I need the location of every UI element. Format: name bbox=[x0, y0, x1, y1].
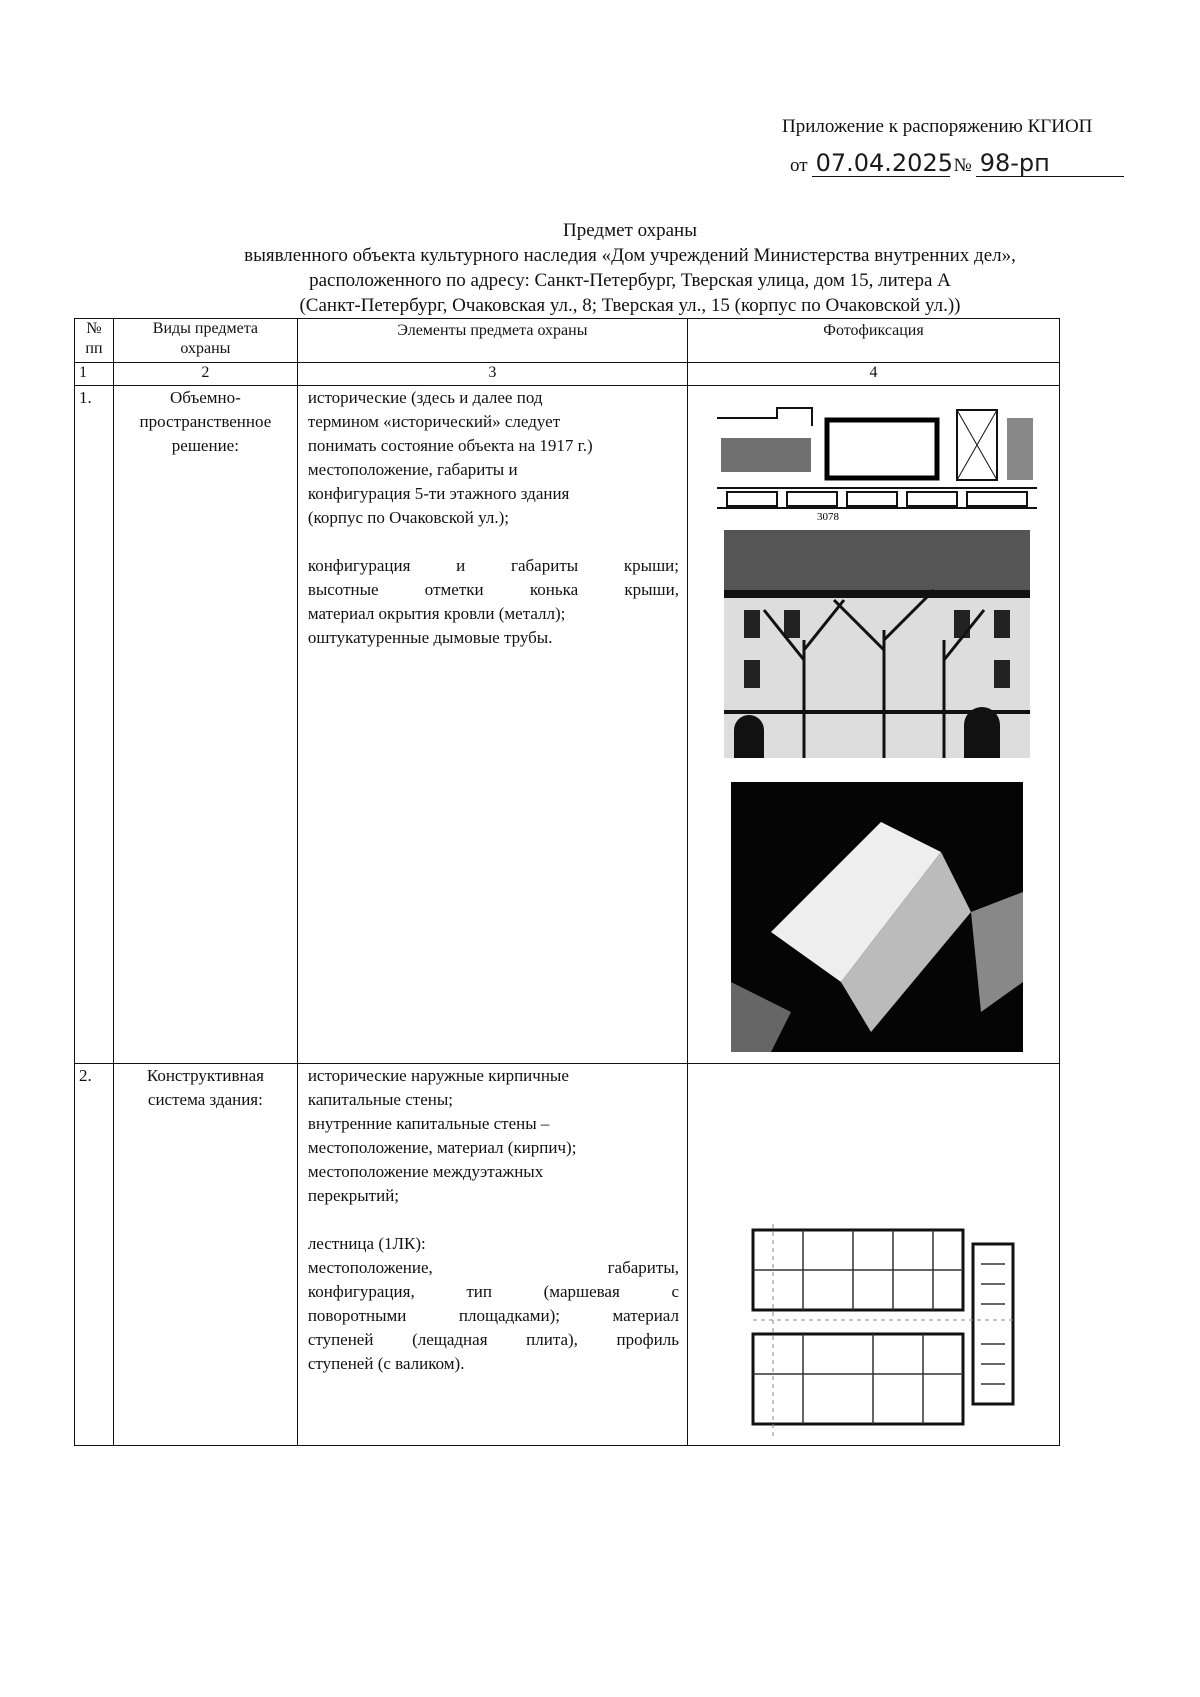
element-line: местоположение, габариты и bbox=[307, 460, 518, 479]
col-number: 3 bbox=[296, 362, 689, 386]
table-row: 2. Конструктивная система здания: истори… bbox=[74, 1063, 1060, 1446]
aerial-roof-photo bbox=[730, 782, 1023, 1052]
element-line: (корпус по Очаковской ул.); bbox=[307, 508, 509, 527]
element-line: конфигурация 5-ти этажного здания bbox=[307, 484, 570, 503]
table-header-row: № пп Виды предмета охраны Элементы предмет… bbox=[74, 318, 1060, 363]
type-line: Объемно- bbox=[169, 388, 241, 407]
element-line: исторические (здесь и далее под bbox=[307, 388, 543, 407]
floor-plan-image bbox=[732, 1224, 1025, 1436]
type-line: решение: bbox=[171, 436, 239, 455]
date-prefix: от bbox=[790, 155, 808, 176]
element-line: капитальные стены; bbox=[307, 1090, 453, 1109]
map-label: 3078 bbox=[817, 511, 840, 522]
header-type: Виды предмета bbox=[152, 320, 258, 337]
element-line: местоположение, габариты, bbox=[307, 1258, 679, 1277]
row-number: 2. bbox=[74, 1063, 114, 1446]
table-row: 1. Объемно- пространственное решение: ис… bbox=[74, 385, 1060, 1064]
header-type-b: охраны bbox=[180, 340, 231, 357]
title-line: расположенного по адресу: Санкт-Петербур… bbox=[309, 270, 951, 291]
title-line: Предмет охраны bbox=[563, 220, 697, 241]
element-line: конфигурация и габариты крыши; bbox=[307, 556, 679, 575]
element-line: понимать состояние объекта на 1917 г.) bbox=[307, 436, 593, 455]
order-number: 98-рп bbox=[975, 150, 1124, 177]
appendix-label: Приложение к распоряжению КГИОП bbox=[782, 116, 1093, 137]
facade-photo bbox=[723, 530, 1030, 758]
element-line: поворотными площадками); материал bbox=[307, 1306, 679, 1325]
element-line: конфигурация, тип (маршевая с bbox=[307, 1282, 679, 1301]
document-title: Предмет охраны выявленного объекта культ… bbox=[0, 218, 1200, 318]
header-num-b: пп bbox=[85, 340, 103, 357]
element-line: оштукатуренные дымовые трубы. bbox=[307, 628, 553, 647]
type-line: пространственное bbox=[139, 412, 272, 431]
element-line: перекрытий; bbox=[307, 1186, 400, 1205]
header-photo: Фотофиксация bbox=[687, 318, 1060, 363]
header-elements: Элементы предмета охраны bbox=[296, 318, 689, 363]
element-line: местоположение, материал (кирпич); bbox=[307, 1138, 577, 1157]
title-line: выявленного объекта культурного наследия… bbox=[244, 245, 1016, 266]
element-line: лестница (1ЛК): bbox=[307, 1234, 426, 1253]
order-reference: от 07.04.2025 № 98-рп bbox=[790, 150, 1124, 177]
element-line: ступеней (лещадная плита), профиль bbox=[307, 1330, 679, 1349]
protection-table: № пп Виды предмета охраны Элементы предмет… bbox=[74, 318, 1060, 1446]
element-line: ступеней (с валиком). bbox=[307, 1354, 465, 1373]
row-number: 1. bbox=[74, 385, 114, 1064]
title-line: (Санкт-Петербург, Очаковская ул., 8; Тве… bbox=[299, 295, 961, 316]
number-prefix: № bbox=[953, 155, 972, 176]
element-line: высотные отметки конька крыши, bbox=[307, 580, 679, 599]
element-line: местоположение междуэтажных bbox=[307, 1162, 544, 1181]
col-number: 1 bbox=[74, 362, 114, 386]
type-line: система здания: bbox=[147, 1090, 263, 1109]
order-date: 07.04.2025 bbox=[811, 150, 953, 177]
column-number-row: 1 2 3 4 bbox=[74, 362, 1060, 386]
element-line: материал окрытия кровли (металл); bbox=[307, 604, 566, 623]
col-number: 4 bbox=[687, 362, 1060, 386]
site-map-image: 3078 bbox=[716, 398, 1037, 522]
element-line: внутренние капитальные стены – bbox=[307, 1114, 550, 1133]
type-line: Конструктивная bbox=[146, 1066, 264, 1085]
element-line: термином «исторический» следует bbox=[307, 412, 561, 431]
col-number: 2 bbox=[112, 362, 298, 386]
header-num: № bbox=[86, 320, 102, 337]
element-line: исторические наружные кирпичные bbox=[307, 1066, 569, 1085]
